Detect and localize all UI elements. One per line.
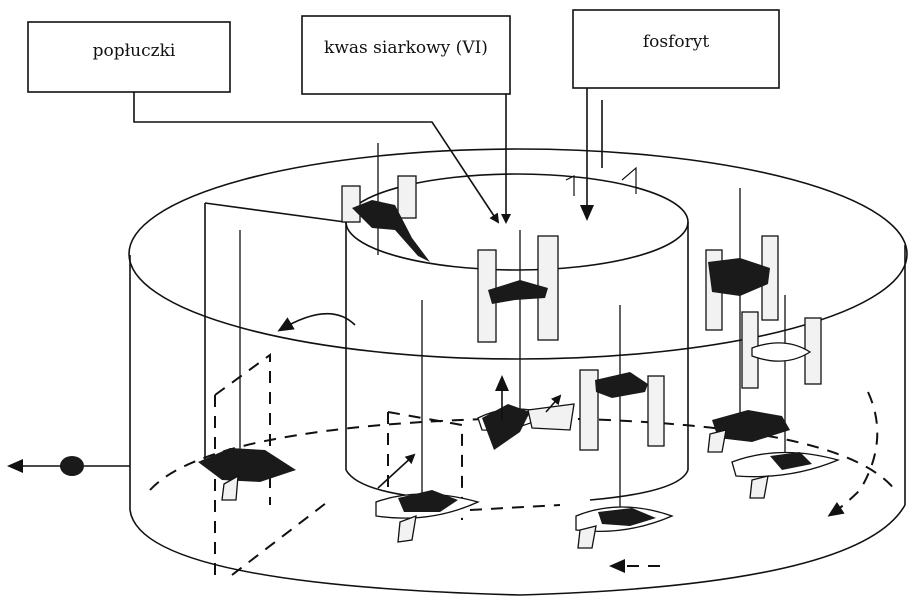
label-sulfuric-acid: kwas siarkowy (VI)	[324, 38, 488, 58]
flow-arrow-curved	[280, 314, 355, 330]
outer-cylinder	[129, 149, 907, 595]
agitator-center	[478, 236, 558, 342]
agitator-front-mid	[580, 370, 664, 450]
impeller-left	[198, 448, 296, 500]
partition-wall	[205, 203, 345, 460]
label-phosphorite: fosforyt	[643, 32, 710, 52]
input-box-sulfuric-acid: kwas siarkowy (VI)	[302, 16, 510, 94]
inner-top-marks	[566, 168, 636, 196]
impeller-front-center	[576, 507, 672, 548]
phosphorite-feed-line	[587, 88, 602, 218]
impeller-right-back	[708, 410, 790, 452]
impeller-front-left	[376, 490, 478, 542]
agitator-right-mid	[742, 312, 821, 388]
stirrer-shafts	[240, 143, 785, 520]
product-outlet	[10, 456, 130, 476]
input-box-washings: popłuczki	[28, 22, 230, 92]
agitator-top-left	[342, 176, 430, 262]
bottom-impellers	[198, 404, 838, 548]
impeller-center-mid	[478, 404, 574, 450]
impeller-right-front	[732, 452, 838, 498]
label-washings: popłuczki	[93, 41, 176, 61]
washings-feed-line	[134, 92, 498, 222]
flow-arrow-left-chamber	[378, 455, 414, 488]
paddle-agitators	[342, 176, 821, 450]
input-box-phosphorite: fosforyt	[573, 10, 779, 88]
